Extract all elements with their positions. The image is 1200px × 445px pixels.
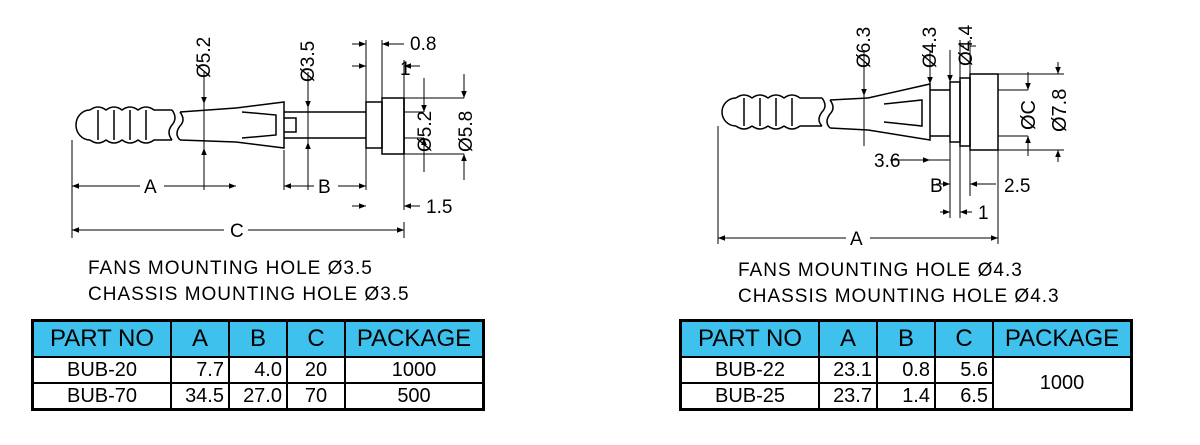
cell-package: 500 — [344, 382, 485, 411]
cell-part-no: BUB-22 — [679, 356, 820, 384]
col-a: A — [818, 319, 878, 358]
cell-part-no: BUB-70 — [31, 382, 172, 411]
table-row: BUB-25 23.7 1.4 6.5 — [679, 382, 1132, 411]
dim-dc: ØC — [1018, 100, 1040, 130]
cell-c: 20 — [286, 356, 346, 384]
table-row: BUB-20 7.7 4.0 20 1000 — [31, 356, 485, 384]
dim-d63: Ø6.3 — [854, 27, 875, 68]
dim-d58: Ø5.8 — [456, 111, 477, 152]
dim-d43-top: Ø4.3 — [920, 27, 941, 68]
cell-part-no: BUB-20 — [31, 356, 172, 384]
table-header-row: PART NO A B C PACKAGE — [679, 319, 1133, 358]
left-rivet-drawing: Ø5.2 Ø3.5 0.8 1 Ø5.2 Ø5.8 A B 1.5 C — [71, 34, 477, 242]
fans-mounting-note: FANS MOUNTING HOLE Ø3.5 — [88, 258, 373, 279]
dim-d52-top: Ø5.2 — [194, 37, 215, 78]
dim-1: 1 — [978, 203, 989, 224]
dim-2-5: 2.5 — [1004, 176, 1030, 197]
col-package: PACKAGE — [344, 319, 485, 358]
col-c: C — [934, 319, 994, 358]
col-c: C — [286, 319, 346, 358]
table-header-row: PART NO A B C PACKAGE — [31, 319, 485, 358]
dim-3-6: 3.6 — [874, 151, 900, 172]
dim-b: B — [318, 177, 331, 198]
chassis-mounting-note: CHASSIS MOUNTING HOLE Ø4.3 — [738, 286, 1060, 307]
left-spec-table: PART NO A B C PACKAGE BUB-20 7.7 4.0 20 … — [31, 319, 485, 411]
col-b: B — [876, 319, 936, 358]
col-a: A — [170, 319, 230, 358]
cell-c: 70 — [286, 382, 346, 411]
dim-a: A — [850, 229, 863, 250]
cell-a: 23.7 — [818, 382, 878, 411]
cell-c: 6.5 — [934, 382, 994, 411]
col-part-no: PART NO — [679, 319, 820, 358]
dim-d52-right: Ø5.2 — [415, 111, 436, 152]
dim-1-5: 1.5 — [426, 197, 452, 218]
dim-b: B — [930, 176, 943, 197]
cell-b: 4.0 — [228, 356, 288, 384]
dim-1: 1 — [400, 59, 411, 80]
chassis-mounting-note: CHASSIS MOUNTING HOLE Ø3.5 — [88, 284, 410, 305]
dim-c: C — [230, 221, 244, 242]
cell-b: 1.4 — [876, 382, 936, 411]
cell-a: 23.1 — [818, 356, 878, 384]
dim-0-8: 0.8 — [410, 34, 436, 55]
table-row: BUB-70 34.5 27.0 70 500 — [31, 382, 485, 411]
right-spec-table: PART NO A B C PACKAGE BUB-22 23.1 0.8 5.… — [679, 319, 1133, 411]
cell-package: 1000 — [992, 356, 1133, 411]
right-rivet-drawing: Ø6.3 Ø4.3 Ø4.4 ØC Ø7.8 3.6 B 2.5 1 A — [717, 24, 1071, 250]
col-package: PACKAGE — [992, 319, 1133, 358]
cell-a: 34.5 — [170, 382, 230, 411]
col-part-no: PART NO — [31, 319, 172, 358]
right-mounting-notes: FANS MOUNTING HOLE Ø4.3 CHASSIS MOUNTING… — [738, 258, 1060, 310]
dim-a: A — [144, 177, 157, 198]
cell-a: 7.7 — [170, 356, 230, 384]
cell-c: 5.6 — [934, 356, 994, 384]
cell-b: 27.0 — [228, 382, 288, 411]
cell-b: 0.8 — [876, 356, 936, 384]
cell-part-no: BUB-25 — [679, 382, 820, 411]
dim-d44: Ø4.4 — [956, 24, 977, 66]
fans-mounting-note: FANS MOUNTING HOLE Ø4.3 — [738, 260, 1023, 281]
left-mounting-notes: FANS MOUNTING HOLE Ø3.5 CHASSIS MOUNTING… — [88, 256, 410, 308]
cell-package: 1000 — [344, 356, 485, 384]
col-b: B — [228, 319, 288, 358]
dim-d35-top: Ø3.5 — [298, 41, 319, 82]
dim-d78: Ø7.8 — [1049, 89, 1071, 132]
table-row: BUB-22 23.1 0.8 5.6 1000 — [679, 356, 1133, 411]
